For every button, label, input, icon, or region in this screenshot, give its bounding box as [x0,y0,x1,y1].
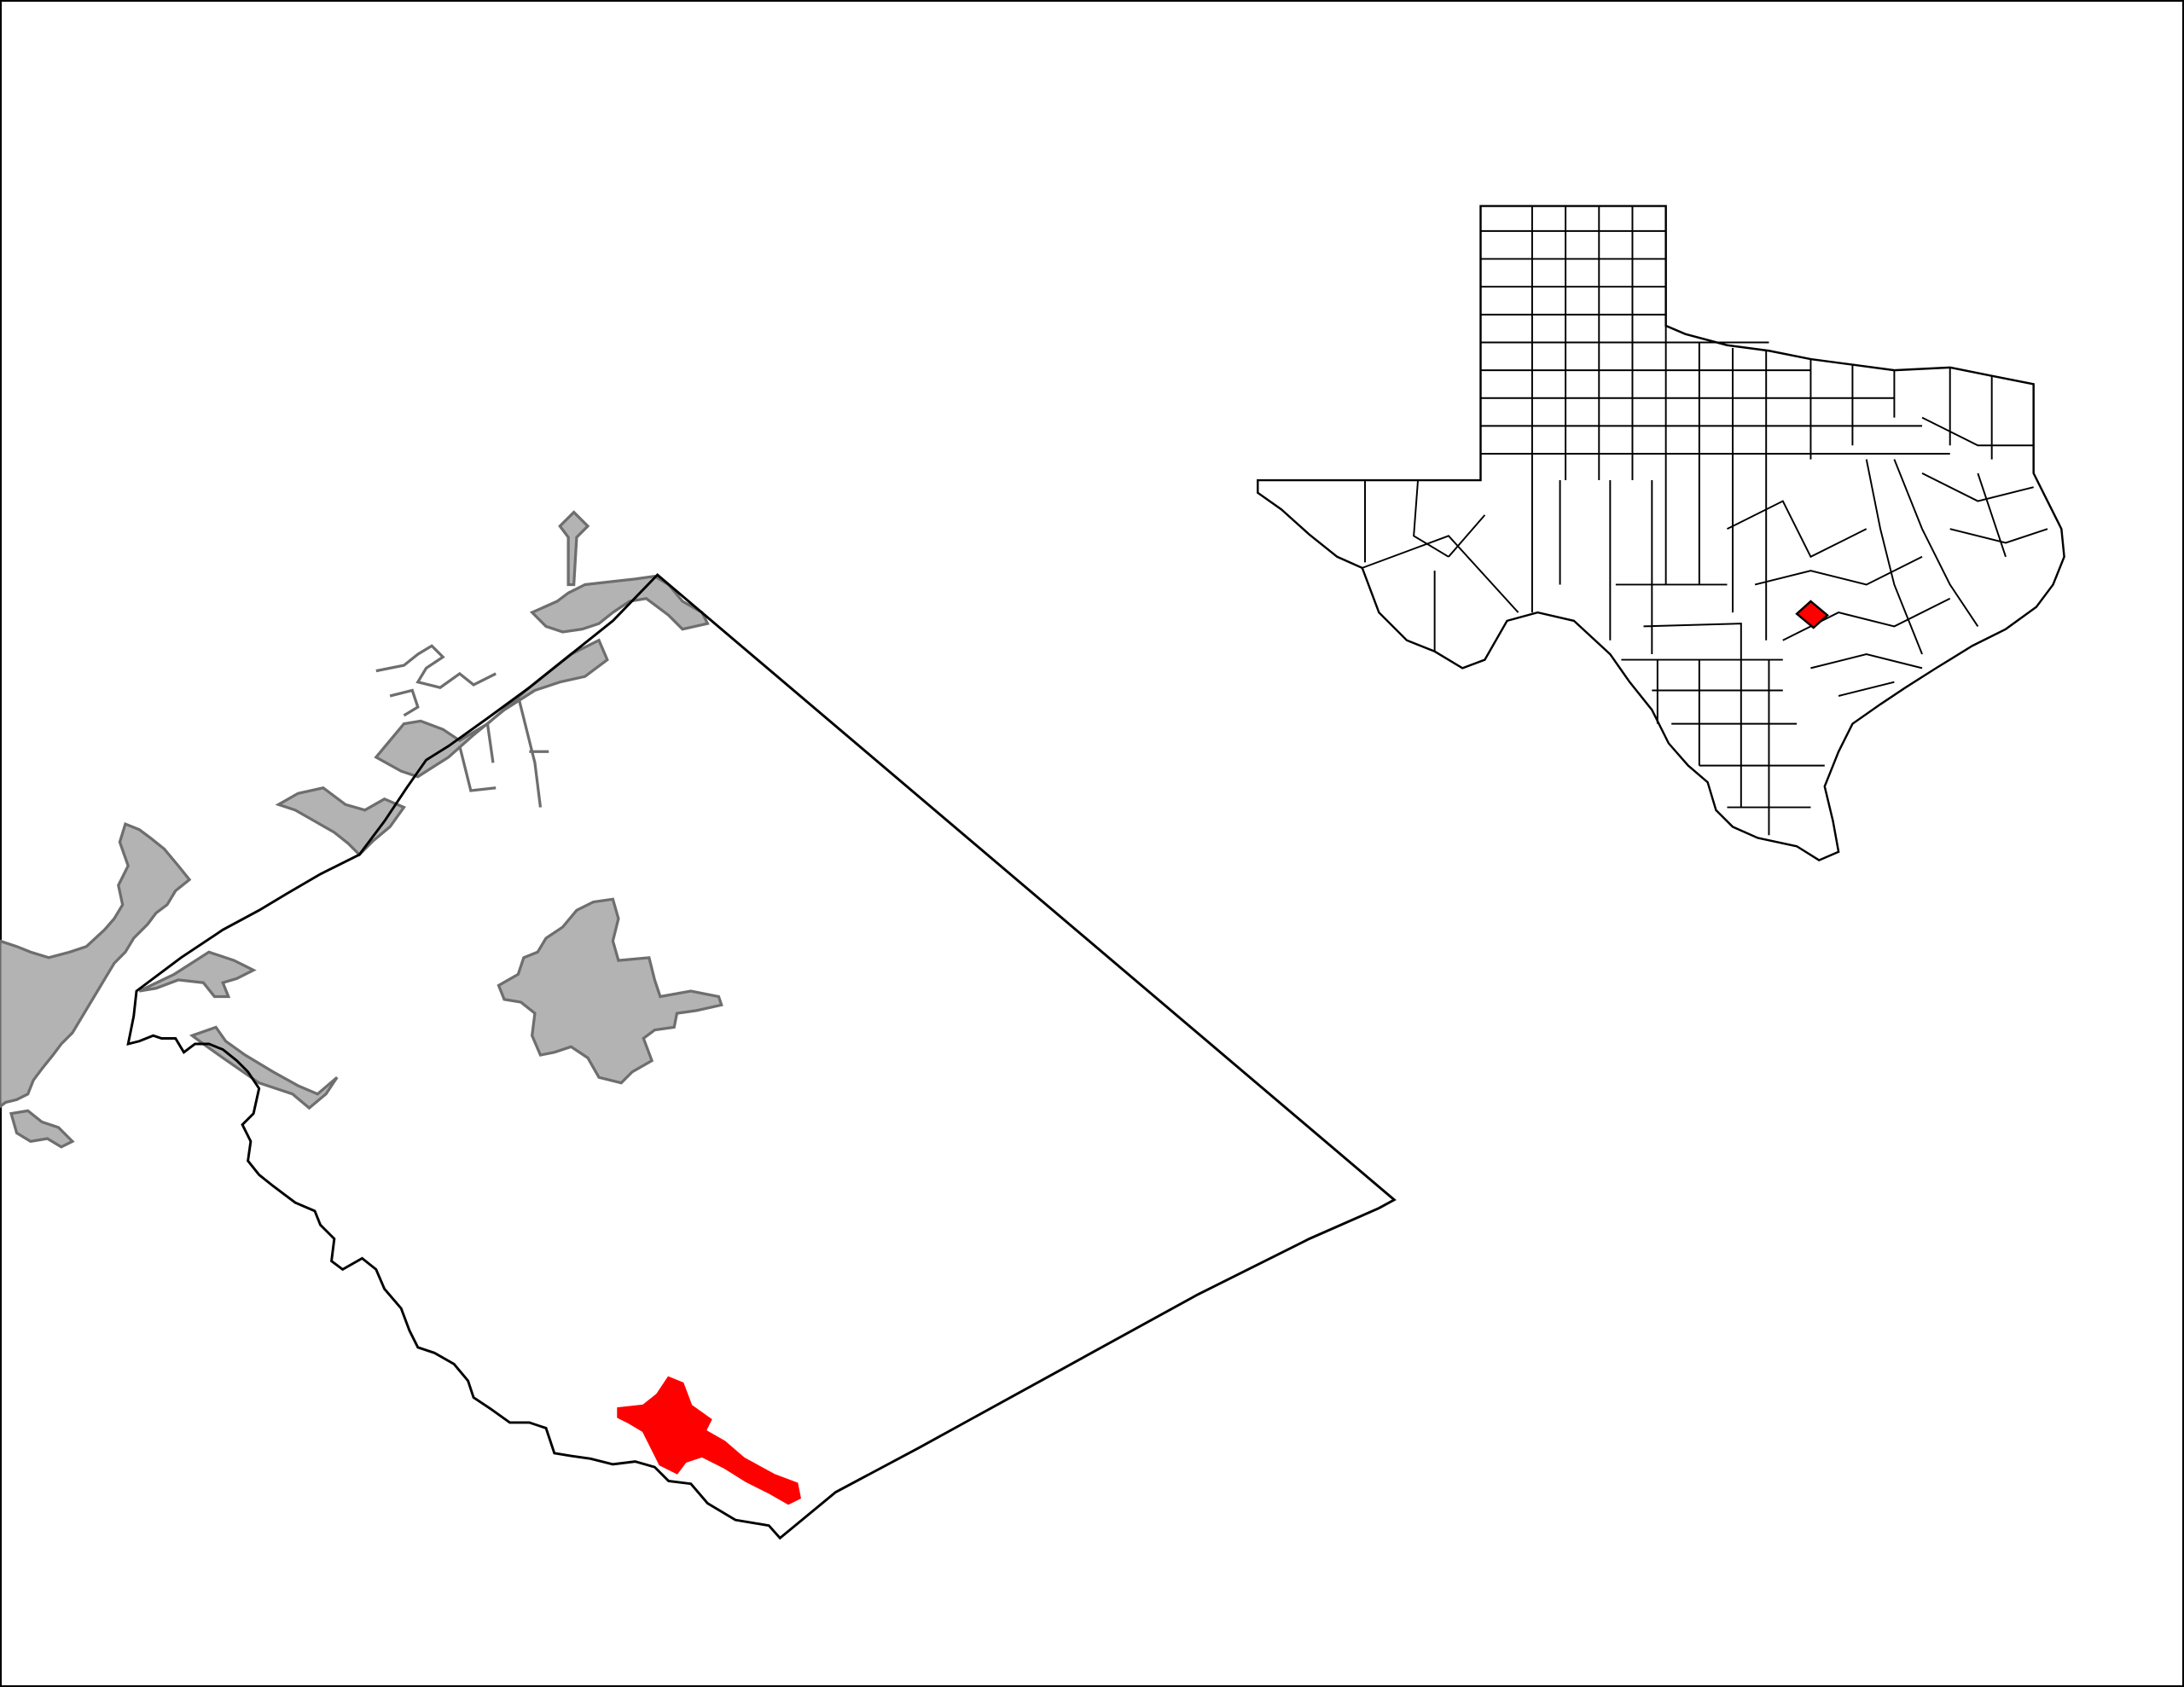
other-places [0,510,723,1149]
county-lines [1362,206,2048,836]
place-road-lines [375,644,549,808]
highlighted-county [1795,600,1829,629]
place-south-strip [189,1025,339,1110]
texas-locator-map [1257,205,2065,861]
place-north-tower [558,510,590,587]
place-north-cluster [374,638,609,779]
place-corridor [138,950,257,999]
place-west-city [0,821,192,1109]
county-boundary [126,573,1397,1540]
highlighted-city [617,1376,801,1505]
place-north-upper [529,574,710,634]
place-center [497,897,723,1085]
place-west-small [9,1109,75,1149]
